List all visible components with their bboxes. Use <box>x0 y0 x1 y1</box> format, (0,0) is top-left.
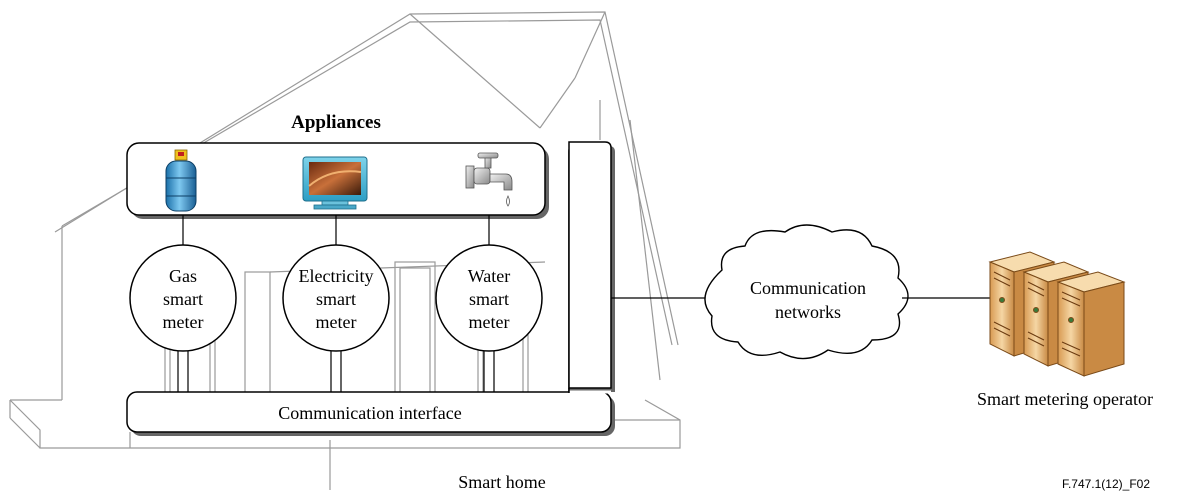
smart-home-label: Smart home <box>458 472 546 492</box>
appliances-title: Appliances <box>291 112 381 133</box>
water-meter: Water smart meter <box>435 244 543 352</box>
tv-icon <box>302 156 368 210</box>
operator-label: Smart metering operator <box>977 389 1153 409</box>
gas-cylinder-icon <box>165 149 197 212</box>
electricity-meter-line1: Electricity <box>299 266 374 286</box>
gas-meter-line2: smart <box>163 289 203 309</box>
communication-interface-box <box>126 391 612 433</box>
electricity-meter-line2: smart <box>316 289 356 309</box>
figure-id: F.747.1(12)_F02 <box>1062 477 1150 491</box>
gas-meter-line3: meter <box>163 312 204 332</box>
water-meter-line3: meter <box>469 312 510 332</box>
network-label-line1: Communication <box>750 278 866 298</box>
electricity-meter-line3: meter <box>316 312 357 332</box>
water-meter-line1: Water <box>468 266 511 286</box>
appliance-meter-links <box>182 215 490 247</box>
gas-meter-line1: Gas <box>169 266 197 286</box>
water-tap-icon <box>465 152 513 207</box>
interface-riser-bar <box>568 141 612 389</box>
network-label-line2: networks <box>775 302 841 322</box>
gas-meter: Gas smart meter <box>129 244 237 352</box>
communication-interface-label: Communication interface <box>278 403 461 423</box>
communication-networks-cloud <box>704 224 909 360</box>
meter-interface-links <box>177 350 495 392</box>
water-meter-line2: smart <box>469 289 509 309</box>
server-rack-icon <box>988 251 1126 377</box>
electricity-meter: Electricity smart meter <box>282 244 390 352</box>
